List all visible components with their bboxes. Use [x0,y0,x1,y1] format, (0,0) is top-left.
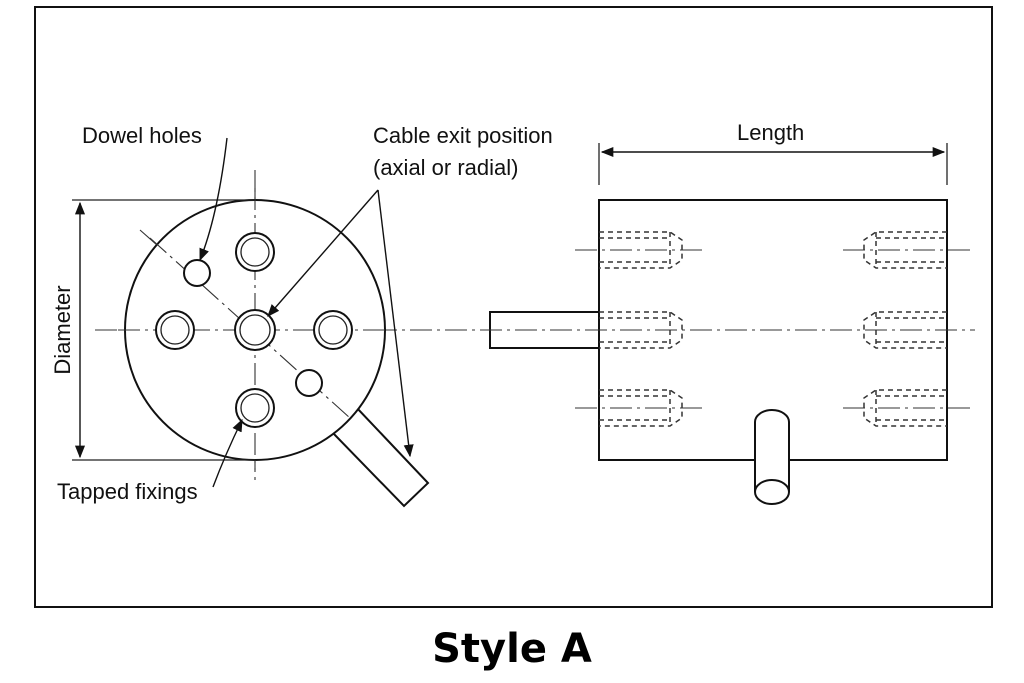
tapped-fixings-label: Tapped fixings [57,479,198,504]
length-label: Length [737,120,804,145]
tapped-fixing-left [155,310,195,350]
axial-cable-exit-hole [234,309,276,351]
dowel-holes-label: Dowel holes [82,123,202,148]
hidden-hole-left-bottom [599,389,683,427]
cable-exit-leader-radial [377,189,414,458]
hidden-hole-left-top [599,231,683,269]
radial-cable-cylinder [754,409,790,505]
tapped-fixing-right [313,310,353,350]
diagram-caption: Style A [432,626,592,672]
dowel-hole-lower [295,369,323,397]
side-view [480,143,975,505]
cable-exit-label-line2: (axial or radial) [373,155,519,180]
cable-exit-leader-axial [267,189,379,317]
tapped-fixings-leader [212,418,243,488]
cable-exit-label-line1: Cable exit position [373,123,553,148]
diameter-label: Diameter [50,285,75,374]
hidden-hole-right-bottom [863,389,947,427]
dowel-holes-leader [199,137,228,262]
hidden-hole-right-middle [863,311,947,349]
hidden-hole-left-middle [599,311,683,349]
hidden-hole-right-top [863,231,947,269]
tapped-fixing-top [235,232,275,272]
tapped-fixing-bottom [235,388,275,428]
dowel-hole-upper [183,259,211,287]
